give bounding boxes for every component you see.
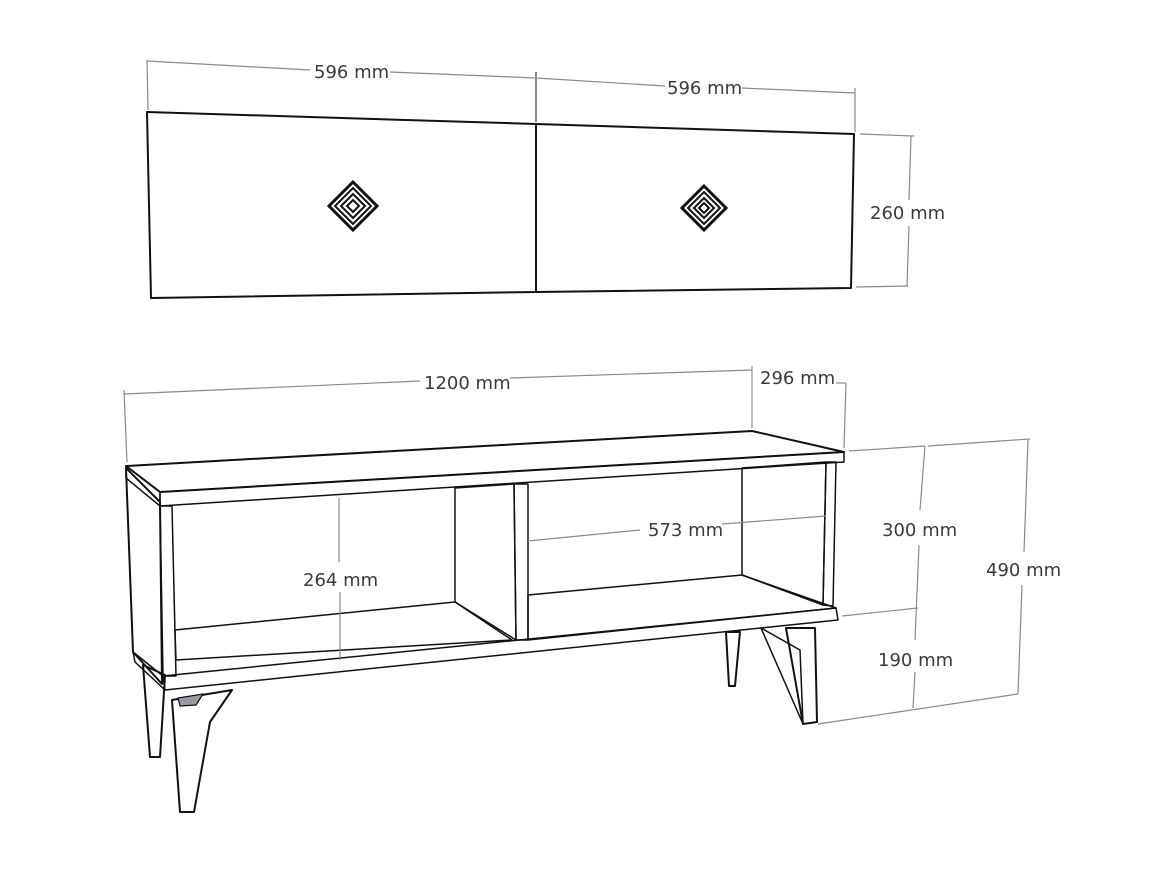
front-right-leg: [785, 627, 818, 725]
front-left-leg: [171, 689, 233, 813]
compartment-width-label: 573 mm: [648, 520, 723, 541]
back-right-leg: [725, 631, 741, 687]
right-inner-panel: [741, 461, 827, 606]
compartment-height-label: 264 mm: [303, 570, 378, 591]
left-side-panel: [125, 467, 163, 685]
wall-left-width-label: 596 mm: [314, 62, 389, 83]
leg-height-label: 190 mm: [878, 650, 953, 671]
total-height-label: 490 mm: [986, 560, 1061, 581]
tv-stand: [123, 366, 1031, 813]
wall-cabinet: [146, 59, 915, 299]
wall-height-label: 260 mm: [870, 203, 945, 224]
middle-divider: [454, 483, 517, 641]
right-door: [535, 123, 855, 293]
stand-depth-label: 296 mm: [760, 368, 835, 389]
stand-width-label: 1200 mm: [424, 373, 511, 394]
right-side-panel: [822, 461, 837, 607]
body-height-label: 300 mm: [882, 520, 957, 541]
diamond-handle-icon: [326, 179, 380, 233]
wall-right-width-label: 596 mm: [667, 78, 742, 99]
diamond-handle-icon: [679, 183, 729, 233]
